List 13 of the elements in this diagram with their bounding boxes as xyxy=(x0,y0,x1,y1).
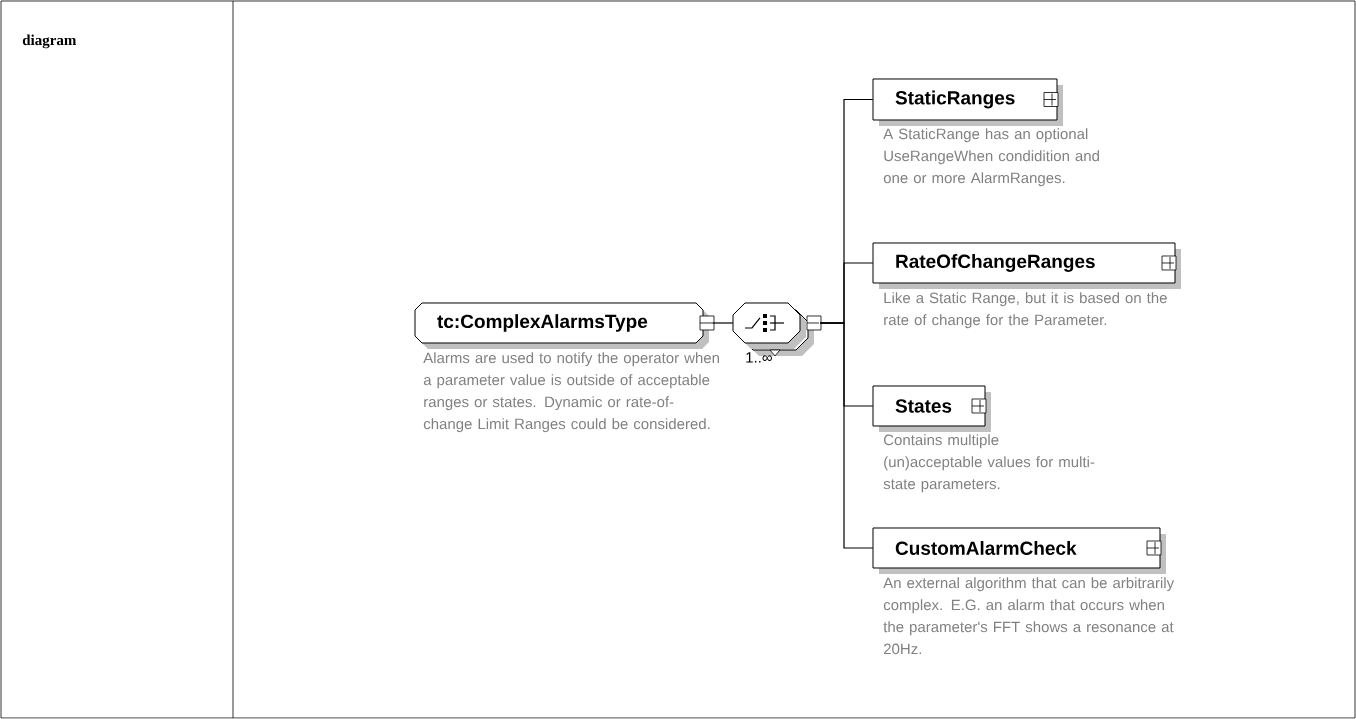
element-box: RateOfChangeRanges xyxy=(872,242,1181,289)
description-text: Contains multiple (un)acceptable values for multi-state parameters. xyxy=(883,434,1095,493)
multiplicity-label: 1..∞ xyxy=(746,352,772,363)
description-text: A StaticRange has an optional UseRangeWhen condidition and one or more AlarmRanges. xyxy=(883,128,1099,187)
description-text: An external algorithm that can be arbitrarily complex. E.G. an alarm that occurs when the parameter's FFT shows a resonance at 20Hz. xyxy=(883,577,1175,655)
description-text: Alarms are used to notify the operator when a parameter value is outside of acceptable ranges or states. Dynamic or rate-of-change Limit Ranges could be considered. xyxy=(423,352,719,433)
connector xyxy=(819,322,874,549)
connector xyxy=(711,322,734,324)
row-header: diagram xyxy=(22,34,77,49)
description-text: Like a Static Range, but it is based on the rate of change for the Parameter. xyxy=(884,292,1167,329)
element-box: tc:ComplexAlarmsType xyxy=(414,302,709,349)
element-box: StaticRanges xyxy=(872,78,1063,126)
element-box: CustomAlarmCheck xyxy=(872,527,1166,574)
